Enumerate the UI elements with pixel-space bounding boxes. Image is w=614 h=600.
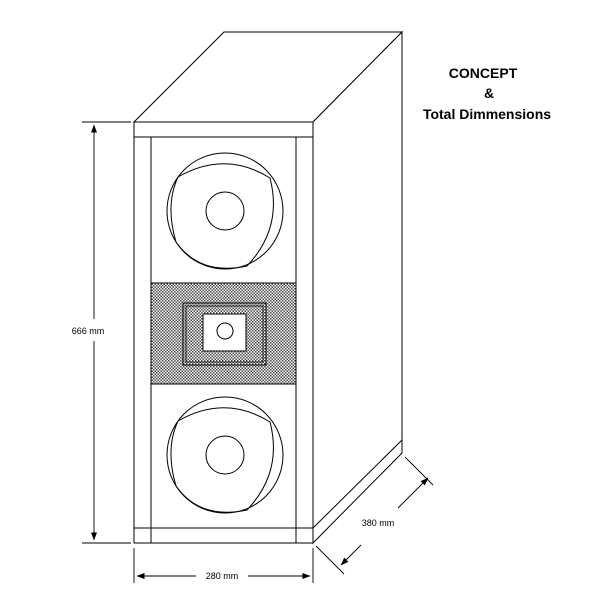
title-ampersand: &: [484, 85, 494, 101]
title-block: CONCEPT & Total Dimmensions: [423, 65, 551, 122]
title-total-dimensions: Total Dimmensions: [423, 106, 551, 122]
height-label: 666 mm: [72, 326, 105, 336]
width-dimension: 280 mm: [133, 548, 314, 583]
cabinet-side-face: [312, 30, 403, 545]
speaker-cabinet: [132, 30, 404, 545]
title-concept: CONCEPT: [449, 65, 518, 81]
height-dimension: 666 mm: [72, 121, 131, 544]
depth-dimension: 380 mm: [315, 456, 434, 575]
depth-label: 380 mm: [362, 518, 395, 528]
lower-woofer: [166, 396, 284, 514]
width-label: 280 mm: [206, 571, 239, 581]
tweeter-panel: [150, 282, 297, 385]
tweeter-dome: [216, 322, 234, 340]
upper-woofer: [166, 152, 284, 270]
